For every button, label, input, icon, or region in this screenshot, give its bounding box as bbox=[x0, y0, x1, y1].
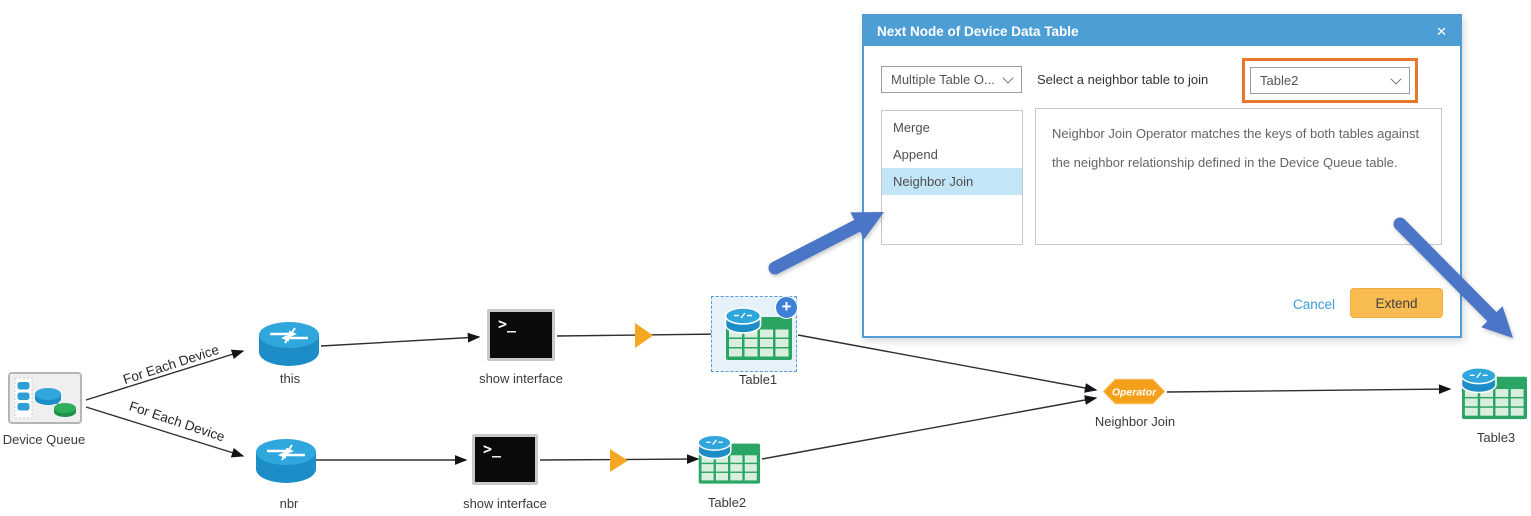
operator-listbox: Merge Append Neighbor Join bbox=[881, 110, 1023, 245]
device-queue-label: Device Queue bbox=[2, 432, 86, 447]
terminal-prompt: >_ bbox=[498, 315, 517, 333]
dialog-header: Next Node of Device Data Table ✕ bbox=[864, 16, 1460, 46]
table2-label: Table2 bbox=[707, 495, 747, 510]
operator-node-icon[interactable]: Operator bbox=[1102, 378, 1166, 405]
router-nbr-node-icon[interactable] bbox=[255, 438, 317, 484]
command-bottom-label: show interface bbox=[463, 496, 547, 511]
operator-badge-text: Operator bbox=[1112, 387, 1157, 399]
terminal-prompt: >_ bbox=[483, 440, 502, 458]
operator-type-dropdown[interactable]: Multiple Table O... bbox=[881, 66, 1022, 93]
terminal-icon-bottom[interactable]: >_ bbox=[472, 434, 538, 485]
terminal-icon-top[interactable]: >_ bbox=[487, 309, 555, 361]
table2-node-icon[interactable] bbox=[695, 433, 761, 485]
edge-queue-to-this bbox=[85, 349, 245, 401]
router-nbr-label: nbr bbox=[279, 496, 299, 511]
edge-table2-to-operator bbox=[761, 395, 1098, 460]
edge-queue-to-nbr bbox=[85, 406, 245, 458]
edge-operator-to-table3 bbox=[1166, 384, 1452, 395]
table3-label: Table3 bbox=[1476, 430, 1516, 445]
annotation-highlight-box: Table2 bbox=[1242, 58, 1418, 103]
operator-option-merge[interactable]: Merge bbox=[893, 120, 930, 135]
operator-label: Neighbor Join bbox=[1094, 414, 1176, 429]
edge-this-to-command bbox=[320, 332, 481, 347]
operator-description: Neighbor Join Operator matches the keys … bbox=[1035, 108, 1442, 245]
neighbor-table-label: Select a neighbor table to join bbox=[1037, 72, 1209, 87]
close-icon[interactable]: ✕ bbox=[1436, 23, 1447, 39]
add-next-node-badge[interactable]: + bbox=[775, 296, 798, 319]
edge-table1-to-operator bbox=[797, 334, 1098, 393]
router-this-label: this bbox=[279, 371, 301, 386]
next-node-dialog: Next Node of Device Data Table ✕ Multipl… bbox=[862, 14, 1462, 338]
operator-option-neighbor-join[interactable]: Neighbor Join bbox=[882, 168, 1022, 195]
command-top-label: show interface bbox=[479, 371, 563, 386]
flow-marker-bottom-icon bbox=[610, 449, 628, 472]
extend-button[interactable]: Extend bbox=[1350, 288, 1443, 318]
flow-marker-top-icon bbox=[635, 323, 653, 348]
cancel-button[interactable]: Cancel bbox=[1293, 297, 1336, 312]
operator-type-dropdown-value: Multiple Table O... bbox=[891, 72, 995, 87]
device-queue-node-icon[interactable] bbox=[8, 372, 82, 424]
table1-label: Table1 bbox=[738, 372, 778, 387]
table3-node-icon[interactable] bbox=[1458, 366, 1528, 420]
router-this-node-icon[interactable] bbox=[258, 321, 320, 367]
operator-option-append[interactable]: Append bbox=[893, 147, 938, 162]
neighbor-table-dropdown[interactable]: Table2 bbox=[1250, 67, 1410, 94]
chevron-down-icon bbox=[1002, 71, 1014, 84]
neighbor-table-dropdown-value: Table2 bbox=[1260, 73, 1299, 88]
chevron-down-icon bbox=[1390, 72, 1402, 85]
dialog-title: Next Node of Device Data Table bbox=[877, 23, 1079, 39]
